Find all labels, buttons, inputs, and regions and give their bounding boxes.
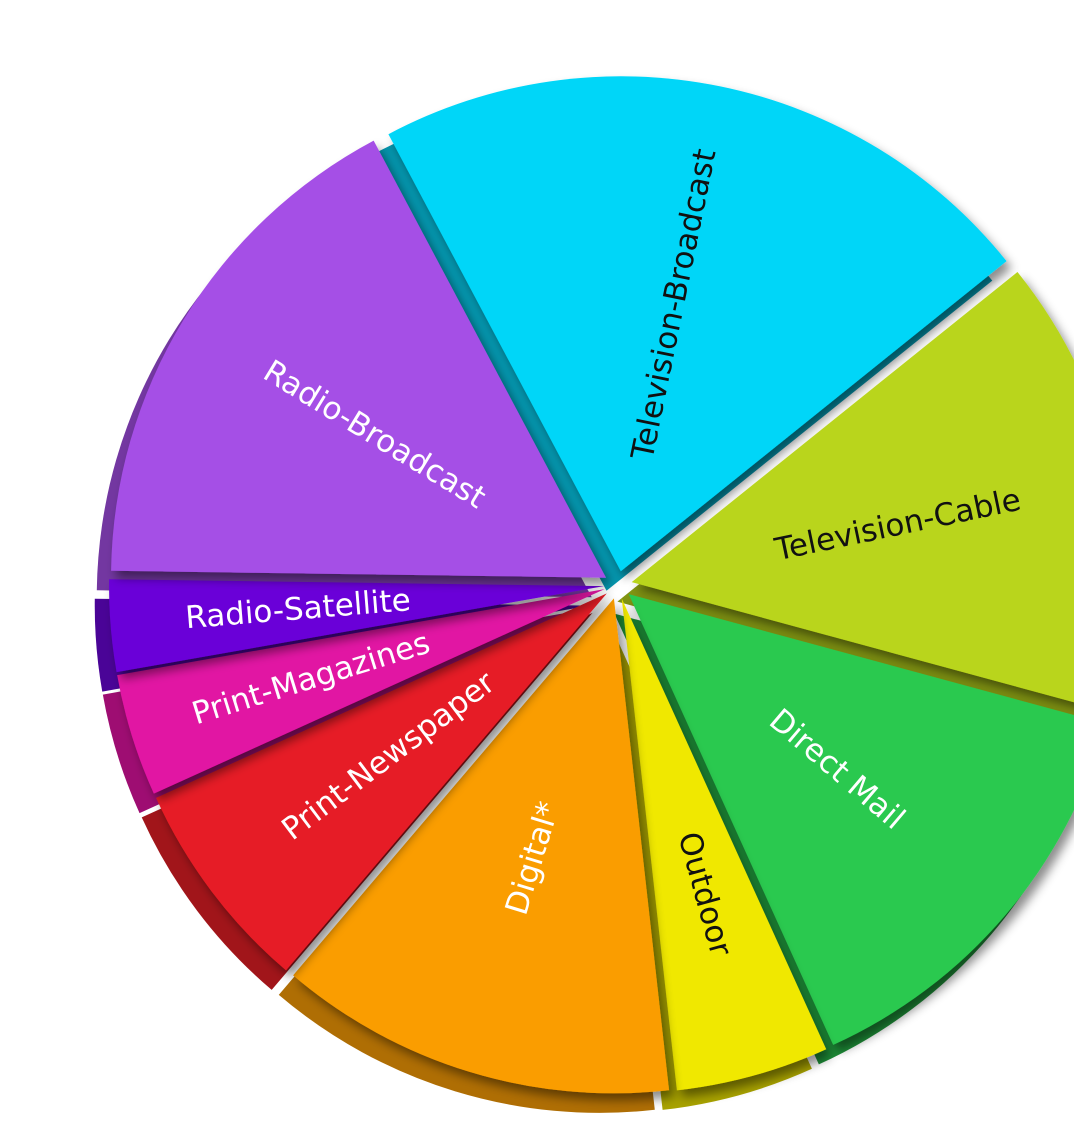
slice-radio-satellite	[109, 579, 605, 673]
slice-radio-broadcast	[111, 140, 607, 578]
slice-print-magazines	[117, 589, 605, 794]
slice-television-cable	[631, 271, 1074, 703]
slice-outdoor	[621, 598, 827, 1091]
slice-television-broadcast	[388, 76, 1007, 572]
slice-print-newspaper	[156, 593, 607, 971]
slice-layer	[109, 76, 1074, 1094]
slice-digital	[293, 598, 670, 1094]
slice-direct-mail	[628, 594, 1074, 1045]
